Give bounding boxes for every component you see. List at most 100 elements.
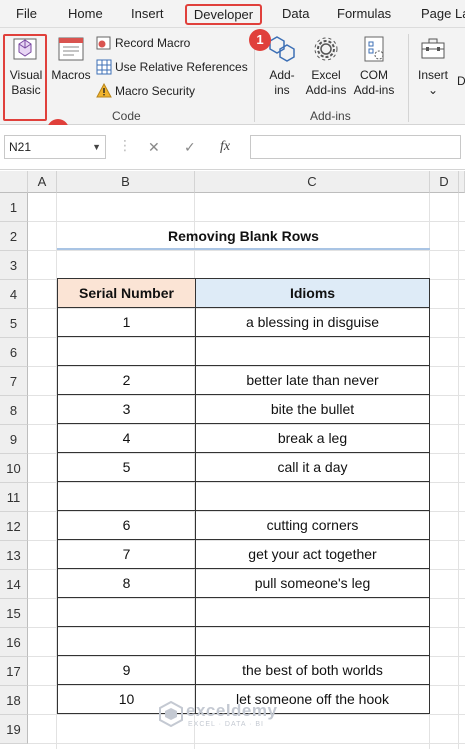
tab-data[interactable]: Data	[282, 6, 310, 21]
macro-security-label: Macro Security	[115, 84, 196, 98]
macro-security-button[interactable]: Macro Security	[96, 81, 195, 101]
idiom-cell[interactable]: break a leg	[195, 423, 430, 453]
serial-number-cell[interactable]	[57, 336, 196, 366]
watermark-tagline: EXCEL · DATA · BI	[188, 721, 264, 728]
idiom-cell[interactable]: bite the bullet	[195, 394, 430, 424]
enter-icon[interactable]: ✓	[184, 139, 196, 155]
macros-button[interactable]: Macros	[50, 34, 92, 83]
row-header[interactable]: 8	[0, 396, 28, 425]
idiom-cell[interactable]: better late than never	[195, 365, 430, 395]
serial-number-cell[interactable]	[57, 597, 196, 627]
drag-handle-icon[interactable]: ⋮	[118, 137, 132, 153]
name-box[interactable]: N21 ▼	[4, 135, 106, 159]
serial-number-cell[interactable]: 9	[57, 655, 196, 685]
row-header[interactable]: 2	[0, 222, 28, 251]
row-header[interactable]: 15	[0, 599, 28, 628]
tab-page-layout[interactable]: Page La	[421, 6, 465, 21]
serial-number-cell[interactable]: 8	[57, 568, 196, 598]
com-add-ins-button[interactable]: COM Add-ins	[350, 34, 398, 98]
use-relative-references-label: Use Relative References	[115, 60, 248, 74]
tab-file[interactable]: File	[16, 6, 37, 21]
serial-number-cell[interactable]: 3	[57, 394, 196, 424]
excel-add-ins-button[interactable]: Excel Add-ins	[302, 34, 350, 98]
idiom-cell[interactable]: the best of both worlds	[195, 655, 430, 685]
record-macro-button[interactable]: Record Macro	[96, 33, 190, 53]
idiom-cell[interactable]: a blessing in disguise	[195, 307, 430, 337]
row-header[interactable]: 7	[0, 367, 28, 396]
serial-number-cell[interactable]	[57, 481, 196, 511]
macros-label: Macros	[51, 68, 91, 82]
chevron-down-icon[interactable]: ▼	[92, 142, 101, 152]
idiom-cell[interactable]	[195, 481, 430, 511]
formula-input[interactable]	[250, 135, 461, 159]
insert-function-icon[interactable]: fx	[220, 139, 231, 154]
visual-basic-highlight	[3, 34, 47, 121]
select-all-corner[interactable]	[0, 171, 28, 193]
column-header-c[interactable]: C	[195, 171, 430, 193]
serial-number-cell[interactable]: 7	[57, 539, 196, 569]
idiom-cell[interactable]	[195, 626, 430, 656]
row-header[interactable]: 5	[0, 309, 28, 338]
excel-add-ins-label-line2: Add-ins	[305, 83, 347, 97]
row-header[interactable]: 1	[0, 193, 28, 222]
tab-developer[interactable]: Developer	[185, 4, 262, 25]
com-add-ins-icon	[364, 36, 384, 62]
tab-home[interactable]: Home	[68, 6, 103, 21]
serial-number-cell[interactable]: 2	[57, 365, 196, 395]
header-serial-number[interactable]: Serial Number	[57, 278, 196, 308]
idiom-cell[interactable]: get your act together	[195, 539, 430, 569]
visual-basic-button[interactable]: Visual Basic	[6, 34, 46, 98]
gridline	[458, 193, 459, 749]
row-header[interactable]: 9	[0, 425, 28, 454]
row-header[interactable]: 17	[0, 657, 28, 686]
gear-icon	[314, 37, 338, 61]
row-header[interactable]: 6	[0, 338, 28, 367]
row-header[interactable]: 14	[0, 570, 28, 599]
row-header[interactable]: 4	[0, 280, 28, 309]
row-header[interactable]: 19	[0, 715, 28, 744]
serial-number-cell[interactable]: 5	[57, 452, 196, 482]
table-row	[57, 336, 430, 366]
sheet-title[interactable]: Removing Blank Rows	[168, 228, 319, 244]
serial-number-cell[interactable]: 4	[57, 423, 196, 453]
serial-number-cell[interactable]: 6	[57, 510, 196, 540]
tab-insert[interactable]: Insert	[131, 6, 164, 21]
idiom-cell[interactable]: let someone off the hook	[195, 684, 430, 714]
cancel-icon[interactable]: ✕	[148, 139, 160, 155]
add-ins-button[interactable]: Add- ins	[264, 34, 300, 98]
gridline	[56, 193, 57, 749]
table-row	[57, 481, 430, 511]
ribbon-tab-bar: File Home Insert Developer Data Formulas…	[0, 0, 465, 28]
insert-controls-label: Insert	[417, 68, 448, 82]
idiom-cell[interactable]: pull someone's leg	[195, 568, 430, 598]
serial-number-cell[interactable]: 1	[57, 307, 196, 337]
row-header[interactable]: 16	[0, 628, 28, 657]
row-header[interactable]: 10	[0, 454, 28, 483]
row-header[interactable]: 12	[0, 512, 28, 541]
row-header[interactable]: 13	[0, 541, 28, 570]
tab-formulas[interactable]: Formulas	[337, 6, 392, 21]
use-relative-references-button[interactable]: Use Relative References	[96, 57, 248, 77]
insert-controls-button[interactable]: Insert ⌄	[414, 34, 452, 98]
visual-basic-label-line1: Visual	[9, 68, 43, 82]
row-header[interactable]: 3	[0, 251, 28, 280]
idiom-cell[interactable]	[195, 597, 430, 627]
column-header-b[interactable]: B	[57, 171, 195, 193]
row-header[interactable]: 18	[0, 686, 28, 715]
column-header-a[interactable]: A	[28, 171, 57, 193]
ribbon-panel: Visual Basic Macros Record Macro Use Rel…	[0, 28, 465, 125]
column-header-d[interactable]: D	[430, 171, 459, 193]
idiom-cell[interactable]: call it a day	[195, 452, 430, 482]
idiom-cell[interactable]: cutting corners	[195, 510, 430, 540]
com-add-ins-label-line1: COM	[360, 68, 388, 82]
idiom-cell[interactable]	[195, 336, 430, 366]
group-separator	[254, 34, 255, 122]
serial-number-cell[interactable]	[57, 626, 196, 656]
header-idioms[interactable]: Idioms	[195, 278, 430, 308]
row-header[interactable]: 11	[0, 483, 28, 512]
